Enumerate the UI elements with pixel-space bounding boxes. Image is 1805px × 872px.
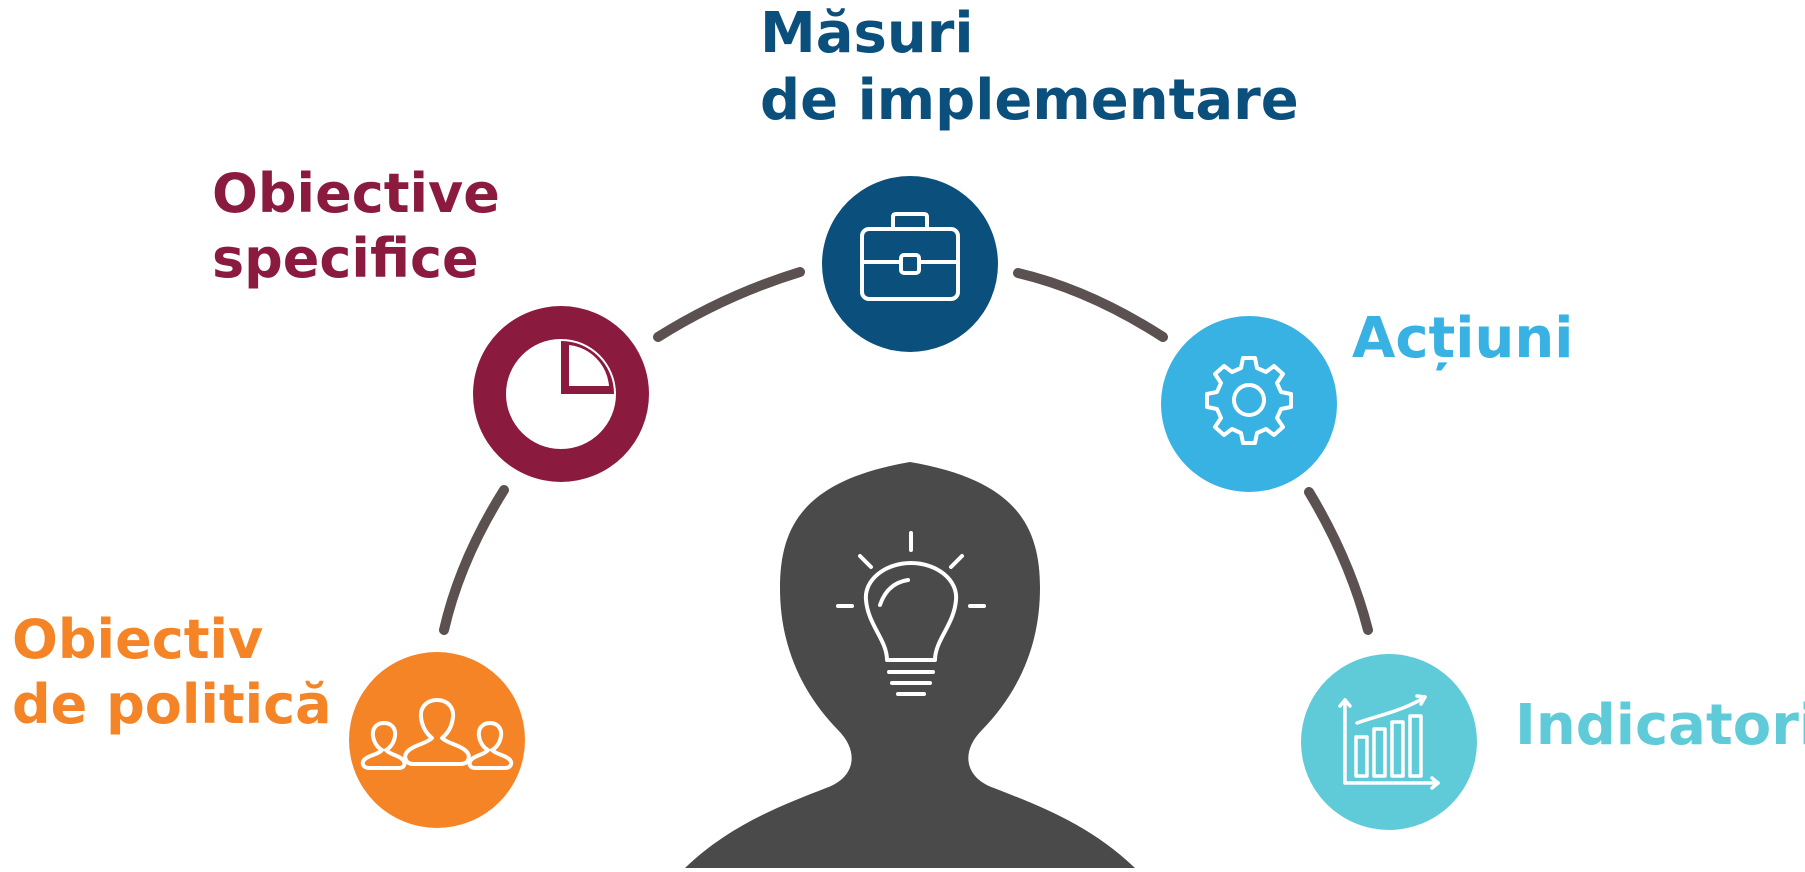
label-masuri-line1: Măsuri (760, 1, 974, 66)
node-indicatori (1301, 654, 1477, 830)
connector-specifice-to-masuri (653, 267, 805, 342)
label-actiuni-line1: Acțiuni (1352, 306, 1574, 371)
head-lightbulb-icon (685, 462, 1135, 868)
node-masuri-circle (822, 176, 998, 352)
label-obiective-specifice-line1: Obiective (212, 162, 500, 225)
connector-arcs (439, 267, 1373, 635)
label-obiectiv-politica-line2: de politică (12, 672, 332, 736)
node-indicatori-circle (1301, 654, 1477, 830)
connector-actiuni-to-indicatori (1304, 487, 1373, 635)
label-obiectiv-politica-line1: Obiectiv (12, 608, 264, 671)
node-actiuni (1161, 316, 1337, 492)
connector-politica-to-specifice (439, 485, 509, 635)
label-indicatori-line1: Indicatori (1515, 693, 1805, 758)
label-indicatori: Indicatori (1515, 692, 1805, 759)
connector-masuri-to-actiuni (1013, 268, 1168, 342)
node-actiuni-circle (1161, 316, 1337, 492)
people-group-icon (360, 698, 514, 770)
label-actiuni: Acțiuni (1352, 305, 1573, 372)
node-obiective-specifice (473, 306, 649, 482)
head-silhouette (685, 462, 1135, 868)
node-masuri (822, 176, 998, 352)
label-obiectiv-politica: Obiectiv de politică (12, 608, 332, 738)
node-obiectiv-politica-circle (349, 652, 525, 828)
pie-chart-icon (506, 339, 616, 449)
label-obiective-specifice-line2: specifice (212, 226, 479, 290)
node-obiectiv-politica (349, 652, 525, 828)
gear-icon (1205, 356, 1293, 445)
bar-chart-trend-icon (1338, 694, 1440, 790)
briefcase-icon (860, 212, 960, 301)
label-masuri-line2: de implementare (760, 68, 1299, 134)
label-masuri: Măsuri de implementare (760, 0, 1299, 134)
label-obiective-specifice: Obiective specifice (212, 162, 500, 292)
lightbulb-icon (836, 531, 986, 696)
